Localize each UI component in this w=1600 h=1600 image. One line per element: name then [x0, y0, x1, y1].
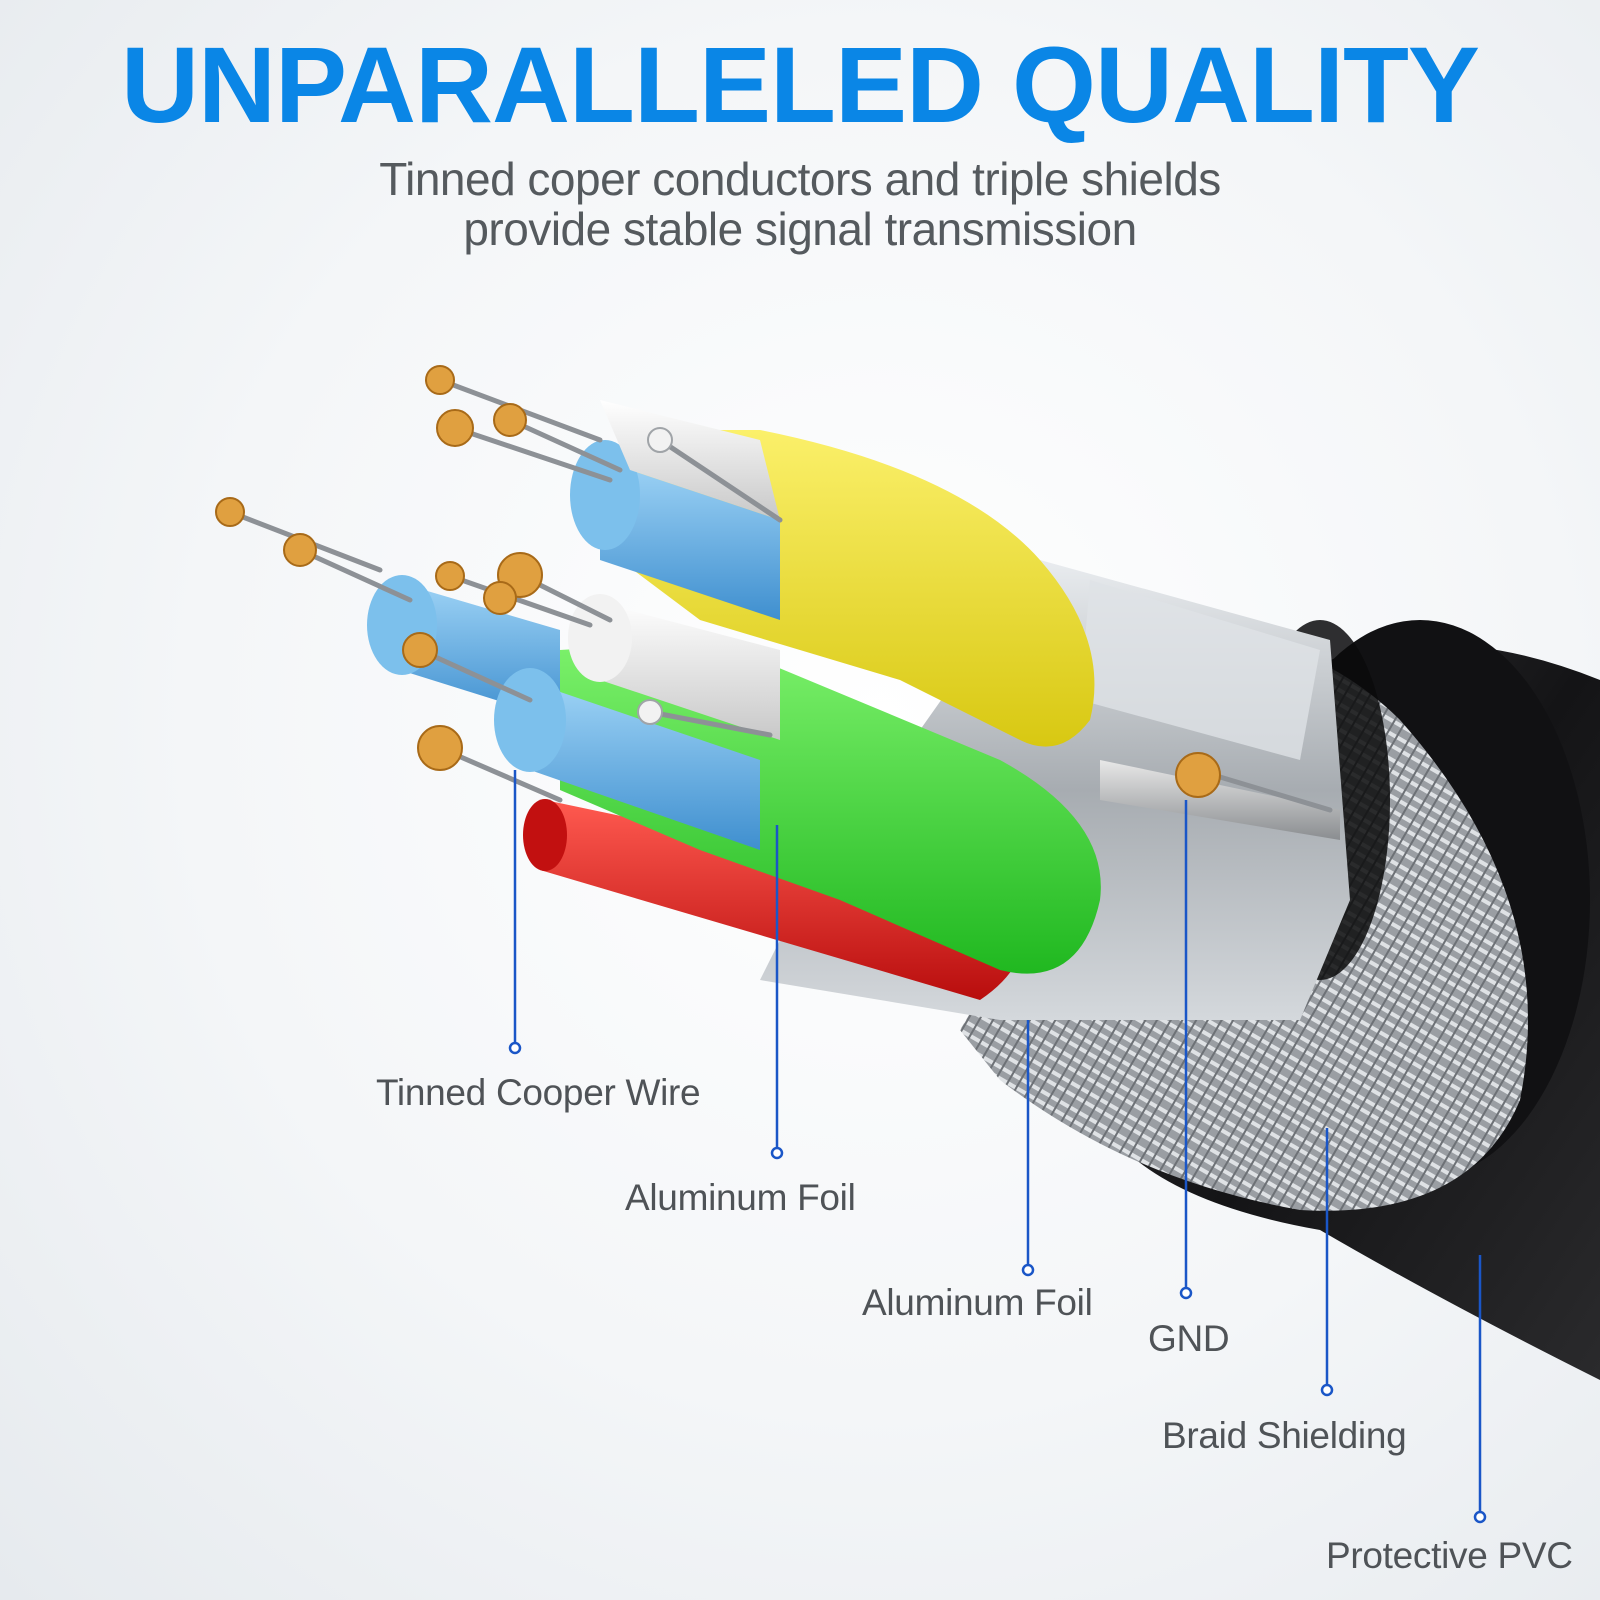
- callout-aluminum-foil-1: Aluminum Foil: [625, 1177, 856, 1218]
- silver-strand-ends: [637, 427, 673, 725]
- callout-braid-shielding: Braid Shielding: [1162, 1415, 1407, 1456]
- red-wire: [523, 799, 1025, 1000]
- gnd-drain-wire: [1100, 760, 1340, 840]
- subtitle-line-1: Tinned coper conductors and triple shiel…: [379, 153, 1221, 205]
- subtitle-line-2: provide stable signal transmission: [463, 203, 1137, 255]
- headline: UNPARALLELED QUALITY: [121, 24, 1480, 145]
- callout-aluminum-foil-2: Aluminum Foil: [862, 1282, 1093, 1323]
- callout-tinned-cooper-wire: Tinned Cooper Wire: [376, 1072, 701, 1113]
- callout-gnd: GND: [1148, 1318, 1230, 1359]
- white-wire-middle: [568, 594, 780, 740]
- callout-leaders: [508, 770, 1487, 1524]
- copper-strand-ends: [215, 365, 1221, 798]
- callout-protective-pvc: Protective PVC: [1326, 1535, 1573, 1576]
- green-wire-jacket: [560, 646, 1101, 974]
- blue-wire-upper: [570, 440, 780, 620]
